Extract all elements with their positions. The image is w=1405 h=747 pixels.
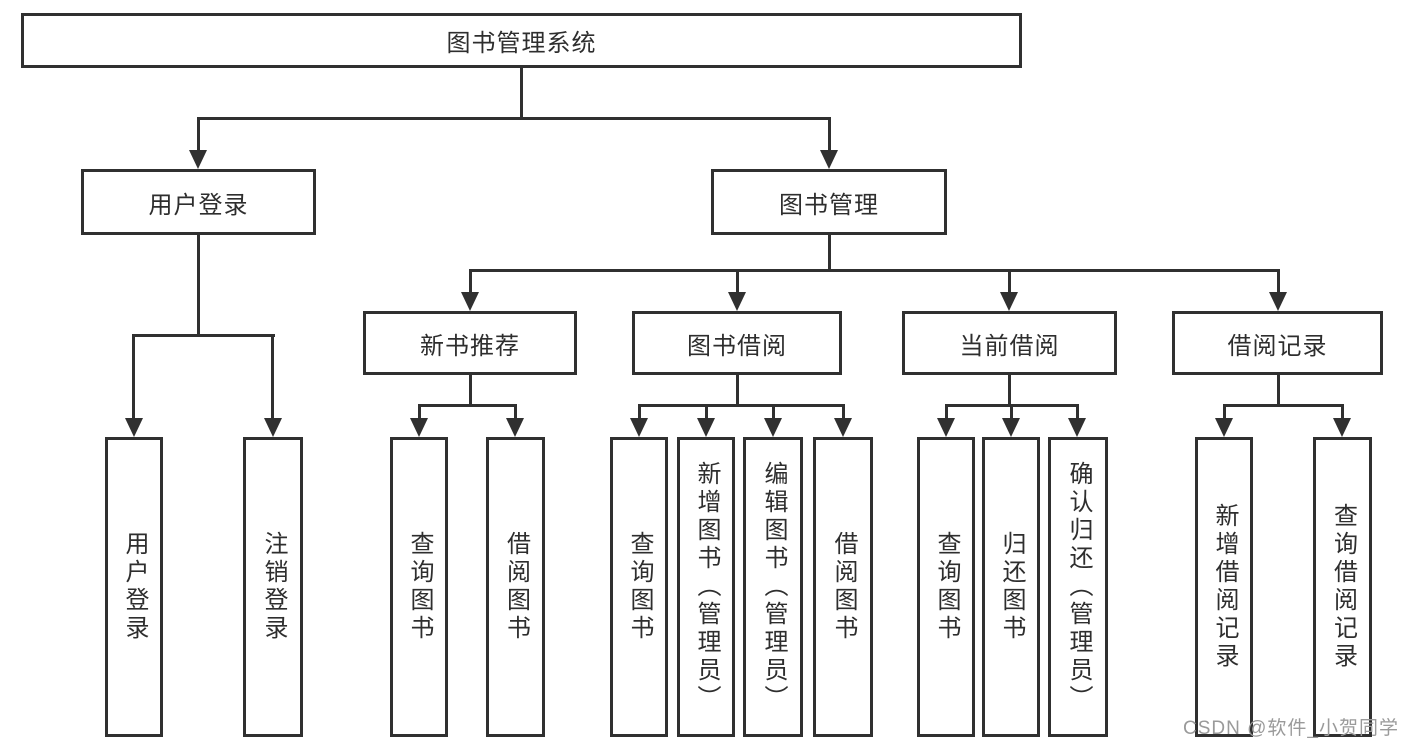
connector-line — [132, 334, 275, 337]
node-current-borrow: 当前借阅 — [902, 311, 1117, 375]
connector-line — [772, 404, 775, 420]
arrowhead-icon — [1000, 292, 1018, 311]
leaf-add-borrow-record-label: 新增借阅记录 — [1211, 503, 1238, 671]
connector-line — [514, 404, 517, 420]
arrowhead-icon — [697, 418, 715, 437]
leaf-query-books-current: 查询图书 — [917, 437, 975, 737]
connector-line — [1341, 404, 1344, 420]
node-book-mgmt-label: 图书管理 — [779, 191, 879, 219]
leaf-confirm-return-admin: 确认归还（管理员） — [1048, 437, 1108, 737]
connector-line — [469, 269, 1280, 272]
connector-line — [418, 404, 517, 407]
arrowhead-icon — [410, 418, 428, 437]
connector-line — [828, 233, 831, 272]
connector-line — [1010, 404, 1013, 420]
connector-line — [520, 66, 523, 119]
arrowhead-icon — [764, 418, 782, 437]
connector-line — [469, 269, 472, 294]
leaf-query-books-newbooks-label: 查询图书 — [406, 531, 433, 643]
leaf-query-books-borrow: 查询图书 — [610, 437, 668, 737]
leaf-query-books-borrow-label: 查询图书 — [626, 531, 653, 643]
arrowhead-icon — [1215, 418, 1233, 437]
node-book-borrow-label: 图书借阅 — [687, 332, 787, 360]
arrowhead-icon — [506, 418, 524, 437]
node-book-borrow: 图书借阅 — [632, 311, 842, 375]
arrowhead-icon — [125, 418, 143, 437]
watermark: CSDN @软件_小贺同学 — [1183, 718, 1399, 739]
leaf-query-books-newbooks: 查询图书 — [390, 437, 448, 737]
leaf-query-borrow-record: 查询借阅记录 — [1313, 437, 1372, 737]
connector-line — [1076, 404, 1079, 420]
leaf-logout-label: 注销登录 — [260, 531, 287, 643]
arrowhead-icon — [820, 150, 838, 169]
connector-line — [197, 117, 200, 152]
connector-line — [197, 117, 831, 120]
leaf-logout: 注销登录 — [243, 437, 303, 737]
connector-line — [736, 269, 739, 294]
connector-line — [1223, 404, 1226, 420]
node-borrow-records: 借阅记录 — [1172, 311, 1383, 375]
leaf-user-login: 用户登录 — [105, 437, 163, 737]
arrowhead-icon — [630, 418, 648, 437]
connector-line — [1223, 404, 1343, 407]
leaf-query-books-current-label: 查询图书 — [933, 531, 960, 643]
arrowhead-icon — [1269, 292, 1287, 311]
arrowhead-icon — [1068, 418, 1086, 437]
node-new-books: 新书推荐 — [363, 311, 577, 375]
node-borrow-records-label: 借阅记录 — [1227, 332, 1328, 360]
node-book-mgmt: 图书管理 — [711, 169, 947, 235]
connector-line — [1008, 269, 1011, 294]
leaf-confirm-return-admin-label: 确认归还（管理员） — [1065, 461, 1092, 713]
connector-line — [842, 404, 845, 420]
leaf-query-borrow-record-label: 查询借阅记录 — [1329, 503, 1357, 671]
connector-line — [418, 404, 421, 420]
node-root-label: 图书管理系统 — [446, 30, 597, 57]
leaf-borrow-books-borrow-label: 借阅图书 — [830, 531, 857, 643]
connector-line — [271, 334, 274, 419]
arrowhead-icon — [461, 292, 479, 311]
node-current-borrow-label: 当前借阅 — [959, 332, 1060, 360]
connector-line — [197, 233, 200, 337]
leaf-add-book-admin-label: 新增图书（管理员） — [693, 461, 720, 713]
node-new-books-label: 新书推荐 — [420, 332, 520, 360]
leaf-return-book: 归还图书 — [982, 437, 1040, 737]
connector-line — [638, 404, 641, 420]
leaf-user-login-label: 用户登录 — [121, 531, 148, 643]
arrowhead-icon — [728, 292, 746, 311]
leaf-edit-book-admin-label: 编辑图书（管理员） — [760, 461, 787, 713]
connector-line — [1008, 373, 1011, 407]
node-user-login-group-label: 用户登录 — [148, 191, 249, 219]
node-user-login-group: 用户登录 — [81, 169, 316, 235]
connector-line — [1277, 269, 1280, 294]
connector-line — [1277, 373, 1280, 407]
connector-line — [736, 373, 739, 407]
leaf-borrow-books-borrow: 借阅图书 — [813, 437, 873, 737]
connector-line — [132, 334, 135, 419]
arrowhead-icon — [189, 150, 207, 169]
arrowhead-icon — [834, 418, 852, 437]
arrowhead-icon — [1333, 418, 1351, 437]
arrowhead-icon — [264, 418, 282, 437]
leaf-add-borrow-record: 新增借阅记录 — [1195, 437, 1253, 737]
arrowhead-icon — [1002, 418, 1020, 437]
connector-line — [638, 404, 844, 407]
node-root: 图书管理系统 — [21, 13, 1022, 68]
connector-line — [469, 373, 472, 407]
leaf-edit-book-admin: 编辑图书（管理员） — [743, 437, 803, 737]
leaf-add-book-admin: 新增图书（管理员） — [677, 437, 735, 737]
leaf-borrow-books-newbooks: 借阅图书 — [486, 437, 545, 737]
connector-line — [828, 117, 831, 152]
arrowhead-icon — [937, 418, 955, 437]
leaf-return-book-label: 归还图书 — [998, 531, 1025, 643]
connector-line — [705, 404, 708, 420]
leaf-borrow-books-newbooks-label: 借阅图书 — [502, 531, 530, 643]
connector-line — [945, 404, 948, 420]
